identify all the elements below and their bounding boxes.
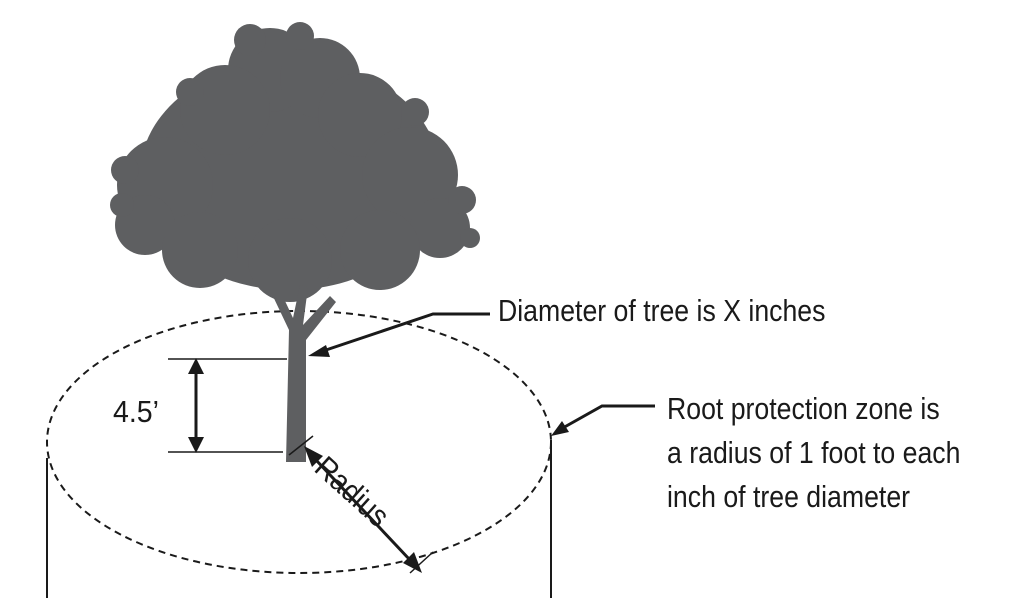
root-zone-label-line-2: a radius of 1 foot to each bbox=[667, 435, 961, 470]
tree-trunk bbox=[270, 285, 336, 462]
diameter-label: Diameter of tree is X inches bbox=[498, 293, 826, 328]
root-zone-label-line-1: Root protection zone is bbox=[667, 391, 940, 426]
diameter-leader bbox=[308, 312, 490, 357]
height-label: 4.5’ bbox=[113, 394, 159, 429]
height-dimension bbox=[168, 358, 287, 453]
root-zone-label-line-3: inch of tree diameter bbox=[667, 479, 911, 514]
root-zone-leader bbox=[551, 404, 655, 436]
radius-dimension bbox=[288, 435, 434, 574]
tree-canopy bbox=[110, 22, 480, 302]
